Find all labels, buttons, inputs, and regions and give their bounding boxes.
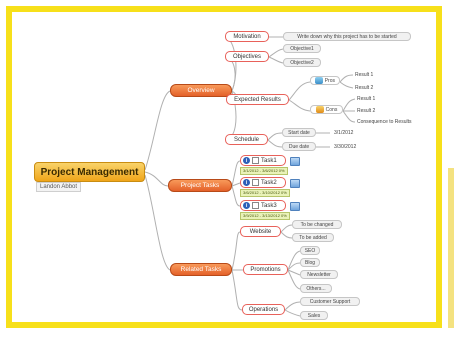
topic-website-label: Website [249, 228, 272, 235]
checkbox-icon[interactable] [252, 179, 259, 186]
info-icon: i [243, 179, 250, 186]
task-progress-bar: 3/9/2012 - 3/13/2012 0% [240, 212, 290, 220]
topic-objectives-label: Objectives [232, 53, 261, 60]
topic-objectives[interactable]: Objectives [225, 51, 269, 62]
promotion-item-label: SEO [304, 247, 316, 254]
task-label: Task2 [261, 179, 277, 186]
branch-related-tasks[interactable]: Related Tasks [170, 263, 232, 276]
due-date-text: Due date [288, 143, 310, 150]
note-icon[interactable] [290, 179, 300, 188]
pros-label: Pros [324, 77, 335, 84]
topic-expected-results-label: Expected Results [234, 96, 281, 103]
central-topic-label: Project Management [40, 166, 139, 178]
info-icon: i [243, 202, 250, 209]
cons-result[interactable]: Result 1 [357, 96, 376, 102]
website-item-label: To be changed [300, 221, 334, 228]
branch-overview-label: Overview [187, 87, 215, 94]
checkbox-icon[interactable] [252, 157, 259, 164]
website-item[interactable]: To be added [292, 233, 334, 242]
topic-operations[interactable]: Operations [242, 304, 285, 315]
objective-item-label: Objective2 [290, 59, 314, 66]
topic-website[interactable]: Website [240, 226, 281, 237]
info-icon: i [243, 157, 250, 164]
branch-project-tasks[interactable]: Project Tasks [168, 179, 232, 192]
due-date-value: 3/30/2012 [334, 144, 357, 150]
start-date-label[interactable]: Start date [282, 128, 316, 137]
promotion-item-label: Newsletter [307, 271, 331, 278]
operation-item-label: Customer Support [309, 298, 351, 305]
cons-icon [315, 106, 324, 113]
branch-overview[interactable]: Overview [170, 84, 232, 97]
note-icon[interactable] [290, 202, 300, 211]
cons-result[interactable]: Consequence to Results [357, 119, 412, 125]
objective-item[interactable]: Objective2 [283, 58, 321, 67]
branch-project-tasks-label: Project Tasks [180, 182, 220, 189]
website-item-label: To be added [299, 234, 327, 241]
task-progress-bar: 3/1/2012 - 3/6/2012 0% [240, 167, 288, 175]
task-label: Task1 [261, 157, 277, 164]
task-node-1[interactable]: i Task1 [240, 155, 286, 166]
task-label: Task3 [261, 202, 277, 209]
objective-item-label: Objective1 [290, 45, 314, 52]
promotion-item-label: Others... [306, 285, 326, 292]
pros-node[interactable]: Pros [310, 76, 340, 85]
operation-item[interactable]: Sales [300, 311, 328, 320]
topic-promotions[interactable]: Promotions [243, 264, 288, 275]
motivation-note-label: Write down why this project has to be st… [297, 33, 397, 40]
topic-promotions-label: Promotions [250, 266, 281, 273]
topic-schedule-label: Schedule [233, 136, 260, 143]
topic-operations-label: Operations [248, 306, 279, 313]
start-date-value: 3/1/2012 [334, 130, 354, 136]
central-topic[interactable]: Project Management [34, 162, 145, 182]
frame-edge [448, 168, 454, 328]
pros-result[interactable]: Result 1 [355, 72, 374, 78]
motivation-note[interactable]: Write down why this project has to be st… [283, 32, 411, 41]
cons-result[interactable]: Result 2 [357, 108, 376, 114]
topic-motivation-label: Motivation [233, 33, 261, 40]
branch-related-tasks-label: Related Tasks [180, 266, 222, 273]
cons-node[interactable]: Cons [310, 105, 343, 114]
highlight-frame [6, 6, 442, 328]
cons-label: Cons [325, 106, 338, 113]
promotion-item[interactable]: Blog [300, 258, 320, 267]
task-node-2[interactable]: i Task2 [240, 177, 286, 188]
promotion-item-label: Blog [305, 259, 316, 266]
due-date-label[interactable]: Due date [282, 142, 316, 151]
start-date-text: Start date [288, 129, 310, 136]
promotion-item[interactable]: SEO [300, 246, 320, 255]
pros-result[interactable]: Result 2 [355, 85, 374, 91]
promotion-item[interactable]: Newsletter [300, 270, 338, 279]
checkbox-icon[interactable] [252, 202, 259, 209]
central-caption: Landon Abbot [36, 182, 82, 192]
promotion-item[interactable]: Others... [300, 284, 332, 293]
task-node-3[interactable]: i Task3 [240, 200, 286, 211]
pros-icon [315, 77, 323, 84]
operation-item-label: Sales [307, 312, 321, 319]
note-icon[interactable] [290, 157, 300, 166]
objective-item[interactable]: Objective1 [283, 44, 321, 53]
operation-item[interactable]: Customer Support [300, 297, 360, 306]
task-progress-bar: 3/6/2012 - 3/10/2012 0% [240, 189, 290, 197]
topic-schedule[interactable]: Schedule [225, 134, 268, 145]
topic-motivation[interactable]: Motivation [225, 31, 269, 42]
topic-expected-results[interactable]: Expected Results [226, 94, 289, 105]
website-item[interactable]: To be changed [292, 220, 342, 229]
